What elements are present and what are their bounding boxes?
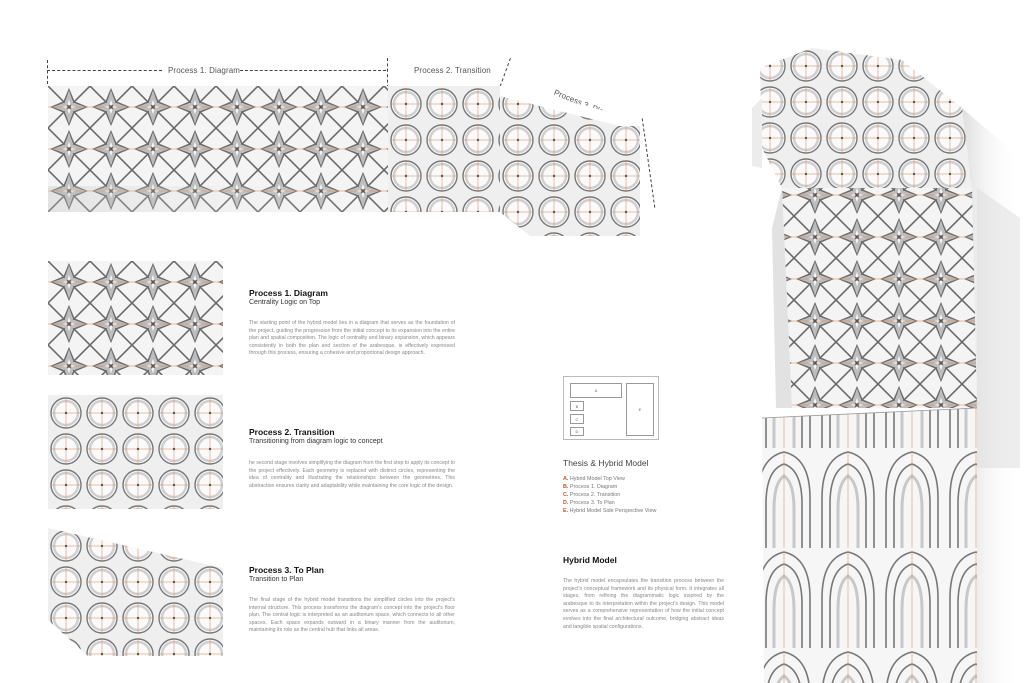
dimension-tick-end [641,118,656,208]
process-3-body: The final stage of the hybrid model tran… [249,597,455,634]
hybrid-model-perspective [752,48,1020,683]
arabesque-relief-diagram [48,86,388,212]
process-1-subtitle: Centrality Logic on Top [249,299,321,306]
process-1-title: Process 1. Diagram [249,288,328,298]
hybrid-model-render [752,48,1020,683]
process-3-thumbnail [48,528,223,656]
thesis-item-e: E. Hybrid Model Side Perspective View [563,508,657,515]
dimension-tick-mid [387,58,388,88]
thesis-item-c: C. Process 2. Transition [563,492,621,499]
transition-thumbnail-image [48,395,223,509]
process-2-title: Process 2. Transition [249,427,335,437]
key-cell-c: C [570,414,584,424]
thesis-item-d: D. Process 3. To Plan [563,500,615,507]
thesis-title: Thesis & Hybrid Model [563,458,649,468]
key-cell-b: B [570,401,584,411]
process-1-thumbnail [48,261,223,375]
dimension-tick-left [47,60,48,84]
top-label-transition: Process 2. Transition [414,66,491,75]
dimension-tick-right [499,58,511,87]
process-2-thumbnail [48,395,223,509]
thesis-legend-list: A. Hybrid Model Top View B. Process 1. D… [563,475,656,515]
key-cell-d: D [570,427,584,436]
circle-relief-transition [388,86,506,212]
layout-key-diagram: A B C D E [563,376,659,440]
thesis-item-b: B. Process 1. Diagram [563,484,618,491]
hybrid-model-title: Hybrid Model [563,555,617,565]
process-3-plan-strip [500,86,640,236]
key-cell-a: A [570,383,622,398]
key-cell-e: E [626,383,654,436]
process-2-subtitle: Transitioning from diagram logic to conc… [249,438,383,445]
process-2-transition-strip [388,86,506,212]
dimension-line-diagram-left [47,70,162,71]
hybrid-model-body: The hybrid model encapsulates the transi… [563,578,724,630]
process-1-body: The starting point of the hybrid model l… [249,320,455,357]
process-2-body: he second stage involves simplifying the… [249,460,455,489]
plan-thumbnail-image [48,528,223,656]
diagram-thumbnail-image [48,261,223,375]
thesis-item-a: A. Hybrid Model Top View [563,476,625,482]
process-3-title: Process 3. To Plan [249,565,324,575]
plan-relief [500,86,640,236]
process-3-subtitle: Transition to Plan [249,576,304,583]
process-1-diagram-strip [48,86,388,212]
dimension-line-diagram-right [240,70,386,71]
top-label-diagram: Process 1. Diagram [168,66,241,75]
